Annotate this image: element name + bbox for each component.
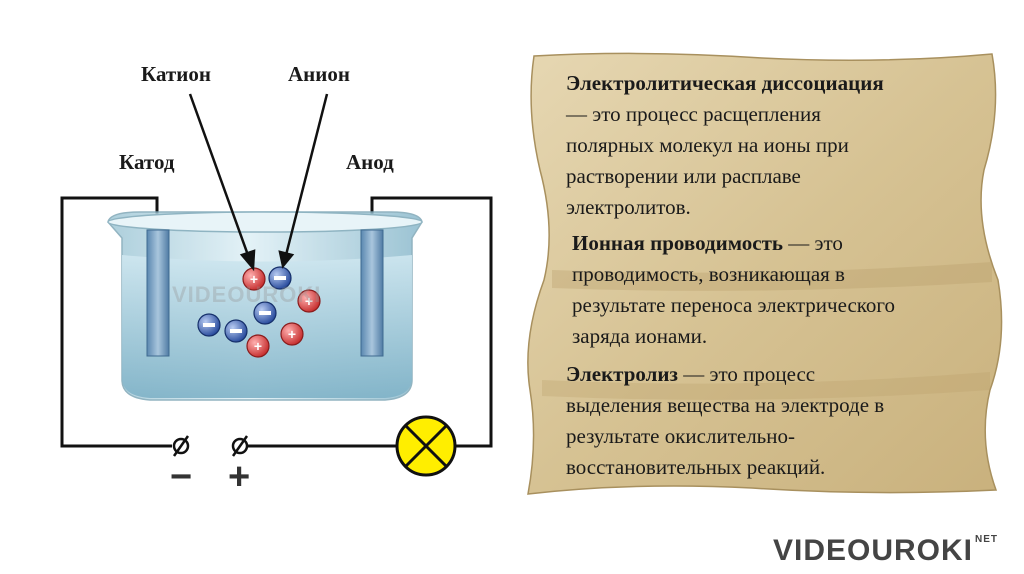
definition-line: восстановительных реакций. <box>566 455 826 479</box>
definition-line: — это <box>782 231 843 255</box>
pointer-arrow <box>188 93 329 272</box>
minus-sign: − <box>170 456 193 498</box>
terminal-minus <box>172 435 190 457</box>
definition-electrolysis: Электролиз — это процесс выделения вещес… <box>566 359 884 483</box>
definition-line: полярных молекул на ионы при <box>566 133 849 157</box>
definition-ionic-conductivity: Ионная проводимость — это проводимость, … <box>572 228 895 352</box>
label-anion: Анион <box>288 62 350 86</box>
parchment-background <box>527 52 1003 495</box>
logo-suffix: NET <box>975 534 998 545</box>
definition-line: электролитов. <box>566 195 691 219</box>
svg-text:+: + <box>250 271 258 287</box>
plus-sign: + <box>228 456 251 498</box>
logo-text: VIDEOUROKI <box>772 534 973 567</box>
term-ionic-conductivity: Ионная проводимость <box>572 231 783 255</box>
definition-dissociation: Электролитическая диссоциация — это проц… <box>566 68 884 223</box>
definition-line: — это процесс <box>677 362 816 386</box>
definition-line: выделения вещества на электроде в <box>566 393 885 417</box>
circuit-wire <box>60 196 493 448</box>
electrolysis-diagram: + + + + <box>60 93 493 477</box>
cation-ion: + <box>246 334 270 358</box>
cation-ion: + <box>280 322 304 346</box>
cathode-electrode <box>146 229 170 357</box>
definition-line: результате переноса электрического <box>572 293 895 317</box>
anion-ion <box>197 313 221 337</box>
cation-ion: + <box>297 289 321 313</box>
watermark: VIDEOUROKI <box>172 282 322 307</box>
term-dissociation: Электролитическая диссоциация <box>566 71 884 95</box>
term-electrolysis: Электролиз <box>566 362 678 386</box>
label-cathode: Катод <box>119 150 175 174</box>
anion-ion <box>268 266 292 290</box>
svg-text:+: + <box>305 293 313 309</box>
anion-ion <box>224 319 248 343</box>
definition-line: проводимость, возникающая в <box>572 262 845 286</box>
definition-line: заряда ионами. <box>572 324 708 348</box>
definition-line: — это процесс расщепления <box>566 102 821 126</box>
label-cation: Катион <box>141 62 211 86</box>
svg-text:+: + <box>254 338 262 354</box>
svg-text:+: + <box>288 326 296 342</box>
anion-ion <box>253 301 277 325</box>
lamp-icon <box>395 415 457 477</box>
definition-line: результате окислительно- <box>566 424 795 448</box>
terminal-plus <box>231 435 249 457</box>
label-anode: Анод <box>346 150 394 174</box>
definition-line: растворении или расплаве <box>566 164 801 188</box>
anode-electrode <box>360 229 384 357</box>
